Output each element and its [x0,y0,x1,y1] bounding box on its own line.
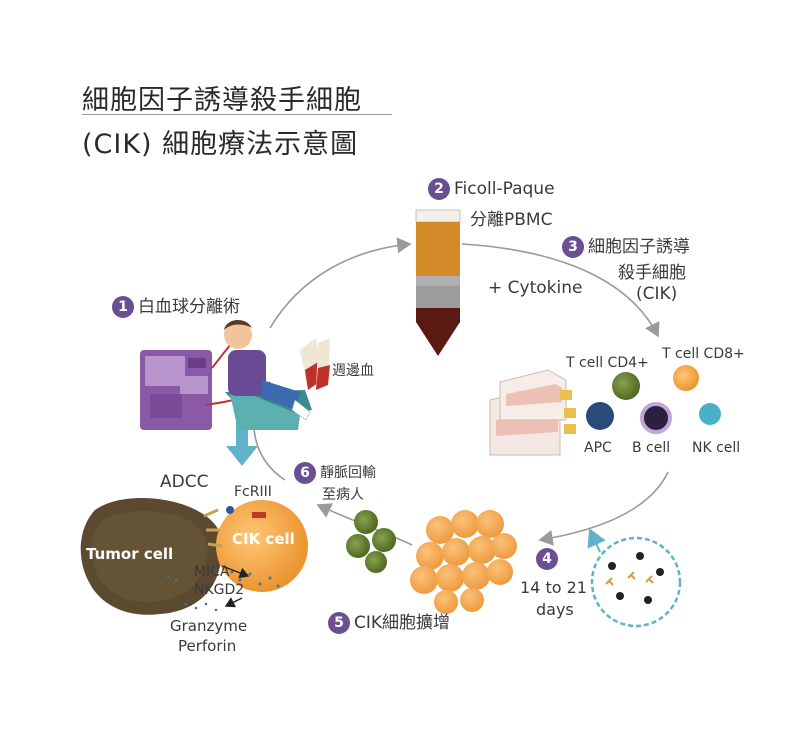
adcc-label: ADCC [160,472,209,492]
title-divider [82,114,392,115]
step-4-line1: 14 to 21 [520,578,587,597]
step-2-line2: 分離PBMC [470,210,553,230]
cik-cell-label: CIK cell [232,530,295,548]
apheresis-machine [140,335,271,430]
receptor-links [203,508,223,548]
step-4-badge-wrap: 4 [536,548,562,570]
step-6-line2: 至病人 [322,487,364,503]
cytokine-label: + Cytokine [488,278,583,298]
cycle-arrows [245,237,669,546]
step-badge-4: 4 [536,548,558,570]
ficoll-tube [415,209,461,356]
patient-figure [224,319,312,430]
nkgd2-label: NKGD2 [194,582,245,598]
perforin-label: Perforin [178,637,237,655]
blood-tubes [300,338,330,390]
tumor-cell-shape [80,497,224,615]
immune-cells [586,365,721,434]
step-badge-1: 1 [112,296,134,318]
granzyme-arrow [224,597,243,608]
granzyme-label: Granzyme [170,617,248,635]
step-badge-5: 5 [328,612,350,634]
fcriii-label: FcRIII [234,484,272,500]
b-cell [640,402,672,434]
step-badge-2: 2 [428,178,450,200]
t-cell-cd8 [673,365,699,391]
step-badge-6: 6 [294,462,316,484]
step-3-line3: (CIK) [636,284,678,304]
title-line1: 細胞因子誘導殺手細胞 [82,85,362,116]
petri-dish [587,528,682,628]
step-4-line2: days [536,600,574,619]
tumor-cell-label: Tumor cell [86,545,174,563]
apc-cell [586,402,614,430]
step-badge-3: 3 [562,236,584,258]
mica-label: MICA [194,564,230,580]
apc-label: APC [584,440,612,456]
arrow-2-to-3 [461,243,660,338]
green-cell-cluster [346,510,396,573]
b-cell-label: B cell [632,440,671,456]
t-cell-cd4 [612,372,640,400]
title-line2: (CIK) 細胞療法示意圖 [82,129,359,160]
arrow-3-to-5 [538,471,669,546]
nk-cell-label: NK cell [692,440,741,456]
peripheral-blood-label: 週邊血 [332,363,374,379]
expanded-cik-cluster [410,510,517,614]
culture-flasks [489,369,576,456]
nk-cell [699,403,721,425]
t-cell-cd8-label: T cell CD8+ [662,346,745,362]
arrow-1-to-2 [269,237,412,329]
t-cell-cd4-label: T cell CD4+ [566,355,649,371]
mica-arrow [221,565,250,579]
step-3-line2: 殺手細胞 [618,263,686,283]
